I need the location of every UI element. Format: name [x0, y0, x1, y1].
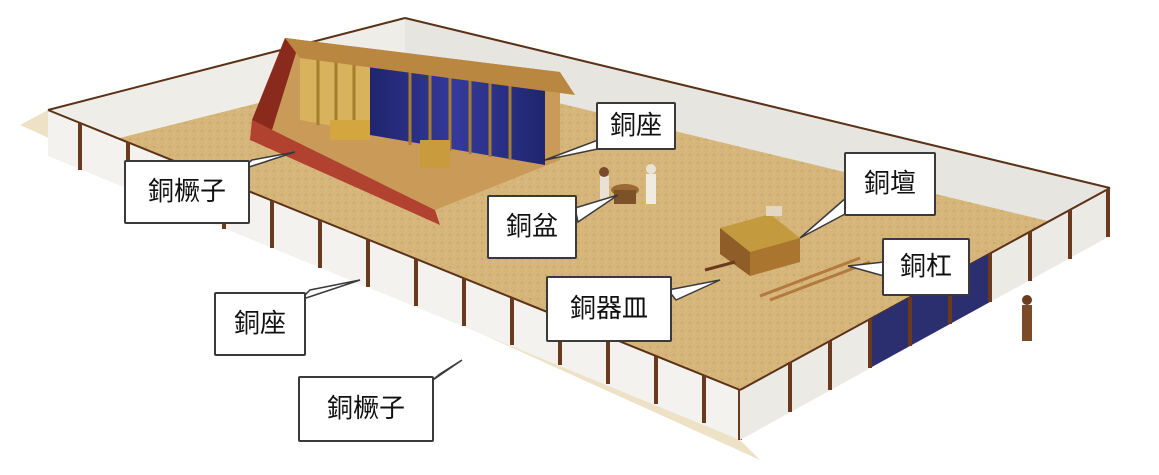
bronze-altar-scene [704, 206, 871, 302]
label-bronze-bases-tent: 銅座 [596, 102, 676, 150]
label-bronze-basin: 銅盆 [487, 195, 577, 259]
label-bronze-grate-bottom: 銅橛子 [298, 376, 434, 442]
tabernacle-tent [250, 38, 575, 225]
label-bronze-bases-wall: 銅座 [214, 292, 306, 356]
label-bronze-poles: 銅杠 [882, 238, 970, 296]
label-bronze-grate-top: 銅橛子 [124, 160, 250, 224]
label-bronze-utensils: 銅器皿 [546, 276, 672, 342]
person-figure [1022, 295, 1032, 341]
label-bronze-altar: 銅壇 [844, 152, 936, 216]
bronze-basin-scene [599, 164, 656, 204]
